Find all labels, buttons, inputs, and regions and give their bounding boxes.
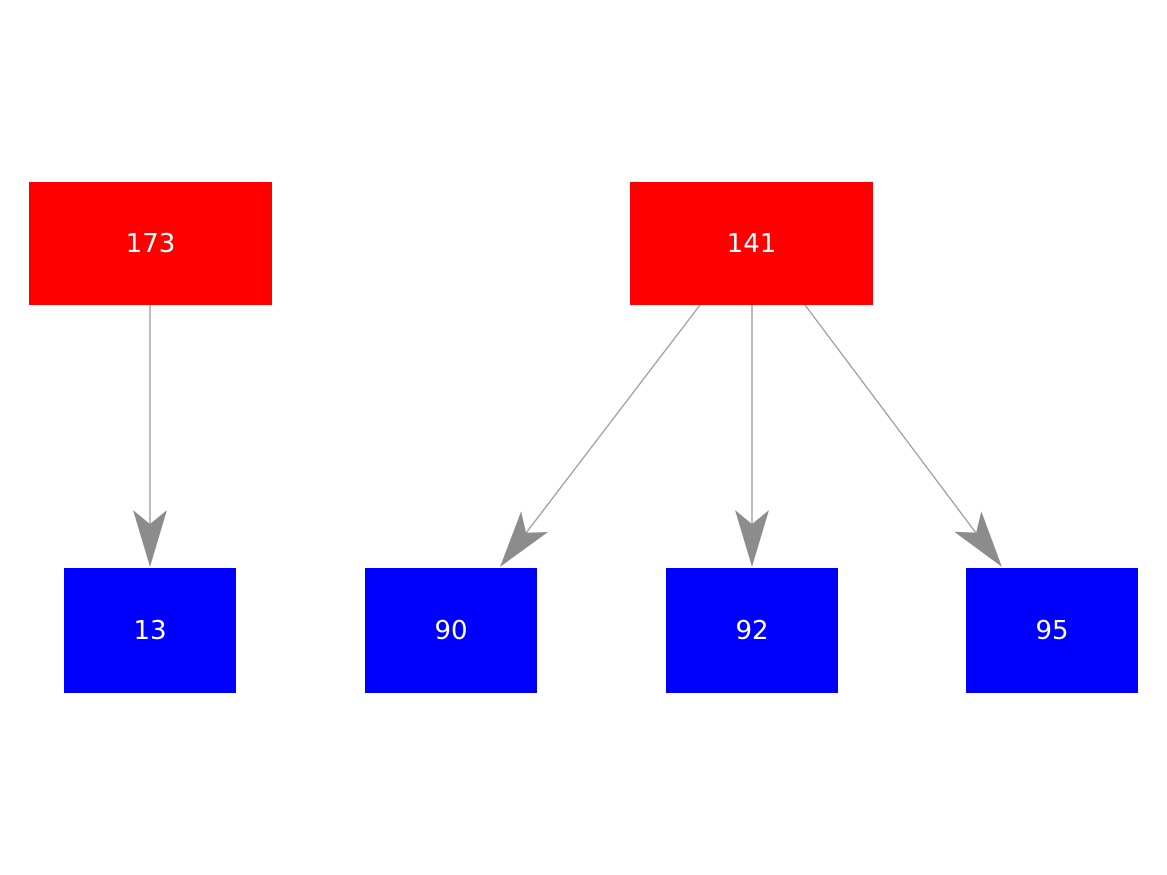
node-13: 13 — [64, 568, 236, 693]
edge-141-92 — [735, 305, 769, 567]
node-label: 173 — [125, 228, 176, 259]
node-90: 90 — [365, 568, 537, 693]
node-label: 92 — [735, 615, 769, 646]
arrowhead-icon — [954, 511, 1002, 567]
node-92: 92 — [666, 568, 838, 693]
arrowhead-icon — [735, 510, 769, 567]
arrowhead-icon — [500, 511, 549, 567]
node-label: 95 — [1035, 615, 1069, 646]
node-label: 13 — [133, 615, 167, 646]
node-label: 90 — [434, 615, 468, 646]
edge-141-95 — [804, 304, 1002, 567]
edge-141-90 — [500, 304, 701, 567]
arrowhead-icon — [133, 510, 167, 567]
node-141: 141 — [630, 182, 873, 305]
node-95: 95 — [966, 568, 1138, 693]
node-label: 141 — [726, 228, 777, 259]
edge-173-13 — [133, 305, 167, 567]
node-173: 173 — [29, 182, 272, 305]
